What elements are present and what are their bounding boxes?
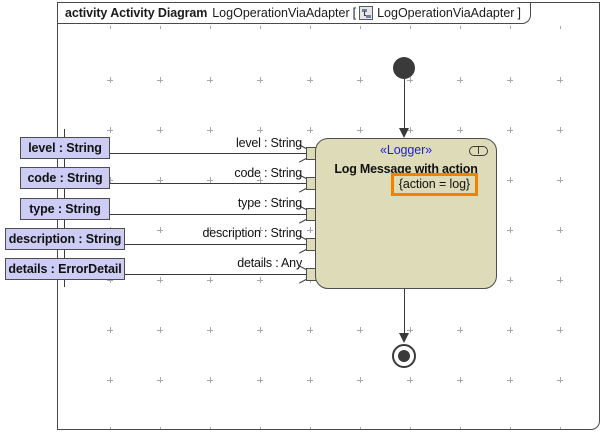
object-flow-label-details: details : Any xyxy=(237,256,302,270)
control-flow-arrowhead-into-final xyxy=(399,333,409,343)
action-stereotype: «Logger» xyxy=(379,143,433,157)
object-flow-label-level: level : String xyxy=(236,136,302,150)
object-node-description[interactable]: description : String xyxy=(5,228,125,250)
action-node-log-message[interactable]: «Logger» Log Message with action {action… xyxy=(315,138,497,289)
initial-node[interactable] xyxy=(393,57,415,79)
object-node-type[interactable]: type : String xyxy=(20,198,110,220)
object-node-label: type : String xyxy=(29,202,101,216)
activity-diagram-icon-link-v xyxy=(364,11,366,16)
object-flow-edge-details[interactable] xyxy=(125,274,306,275)
object-node-details[interactable]: details : ErrorDetail xyxy=(5,258,125,280)
frame-bracket-close: ] xyxy=(517,6,521,20)
object-flow-edge-level[interactable] xyxy=(110,153,306,154)
frame-keyword: activity Activity Diagram xyxy=(65,6,208,20)
object-node-label: details : ErrorDetail xyxy=(8,262,122,276)
action-constraint[interactable]: {action = log} xyxy=(390,173,478,196)
object-flow-label-type: type : String xyxy=(237,196,302,210)
object-flow-edge-description[interactable] xyxy=(125,244,306,245)
object-flow-edge-type[interactable] xyxy=(110,214,306,215)
diagram-frame-header[interactable]: activity Activity Diagram LogOperationVi… xyxy=(57,2,531,24)
object-flow-label-description: description : String xyxy=(202,226,302,240)
frame-bracket-open: [ xyxy=(352,6,357,20)
control-flow-arrowhead-into-action xyxy=(399,128,409,138)
object-flow-edge-code[interactable] xyxy=(110,183,306,184)
control-flow-edge-action-to-final[interactable] xyxy=(404,289,405,334)
frame-name: LogOperationViaAdapter xyxy=(212,6,350,20)
control-flow-edge-initial-to-action[interactable] xyxy=(404,79,405,129)
frame-qualified-name: LogOperationViaAdapter xyxy=(377,6,515,20)
object-node-label: description : String xyxy=(8,232,122,246)
activity-diagram-icon-bar-top xyxy=(362,9,368,12)
activity-diagram-icon-link-h xyxy=(364,15,368,16)
action-name: Log Message with action xyxy=(334,162,478,176)
object-node-level[interactable]: level : String xyxy=(20,137,110,159)
behavior-pill-icon xyxy=(469,146,488,156)
activity-final-node[interactable] xyxy=(392,344,416,368)
object-node-code[interactable]: code : String xyxy=(20,167,110,189)
activity-diagram-icon-bar-bottom xyxy=(366,15,372,18)
activity-diagram-icon xyxy=(359,6,374,20)
object-node-label: code : String xyxy=(27,171,103,185)
object-node-label: level : String xyxy=(28,141,102,155)
object-flow-label-code: code : String xyxy=(234,166,302,180)
